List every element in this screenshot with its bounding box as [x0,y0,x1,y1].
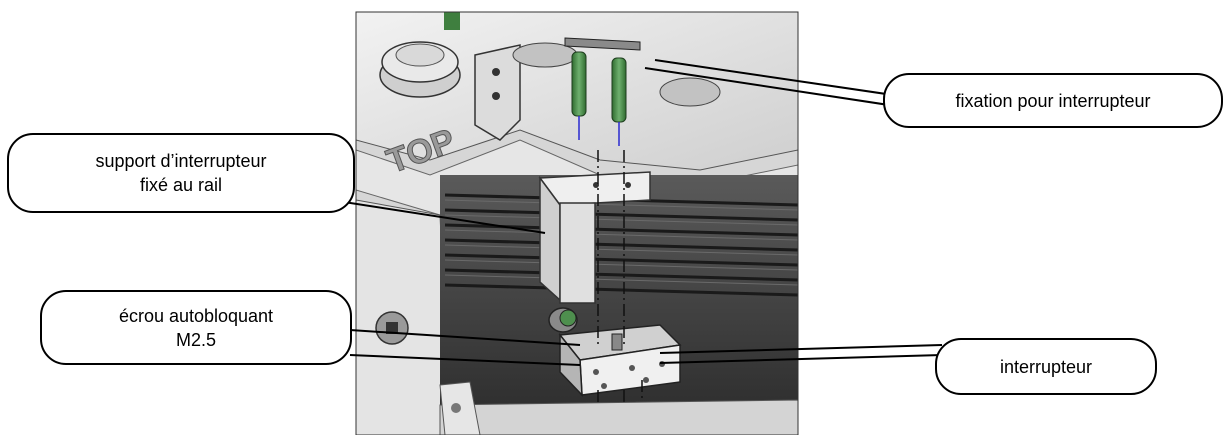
leader-interrupteur-lower [659,354,943,364]
leader-support [317,197,546,234]
photo-border [355,11,799,435]
leader-interrupteur-upper [659,344,943,354]
callout-ecrou: écrou autobloquant M2.5 [40,290,352,365]
fixation-spacers [571,51,627,146]
support-bolt [548,307,578,333]
switch-component [558,324,682,397]
leader-fixation-lower [644,67,903,108]
rail-lip [439,399,798,435]
fixation-plate [564,37,641,51]
round-cutout-2 [659,77,721,107]
leader-ecrou-lower [349,354,581,366]
callout-support: support d’interrupteur fixé au rail [7,133,355,213]
callout-interrupteur: interrupteur [935,338,1157,395]
assembly-photo: TOP [356,12,798,435]
leader-ecrou-upper [349,329,581,346]
green-screw-top [444,12,460,30]
green-spacer-left [571,51,587,117]
switch-support-bracket [538,171,651,304]
leader-fixation [654,59,894,96]
leader-lines [317,59,943,366]
green-spacer-right [611,57,627,123]
hex-nut-large [379,41,461,98]
callout-fixation: fixation pour interrupteur [883,73,1223,128]
